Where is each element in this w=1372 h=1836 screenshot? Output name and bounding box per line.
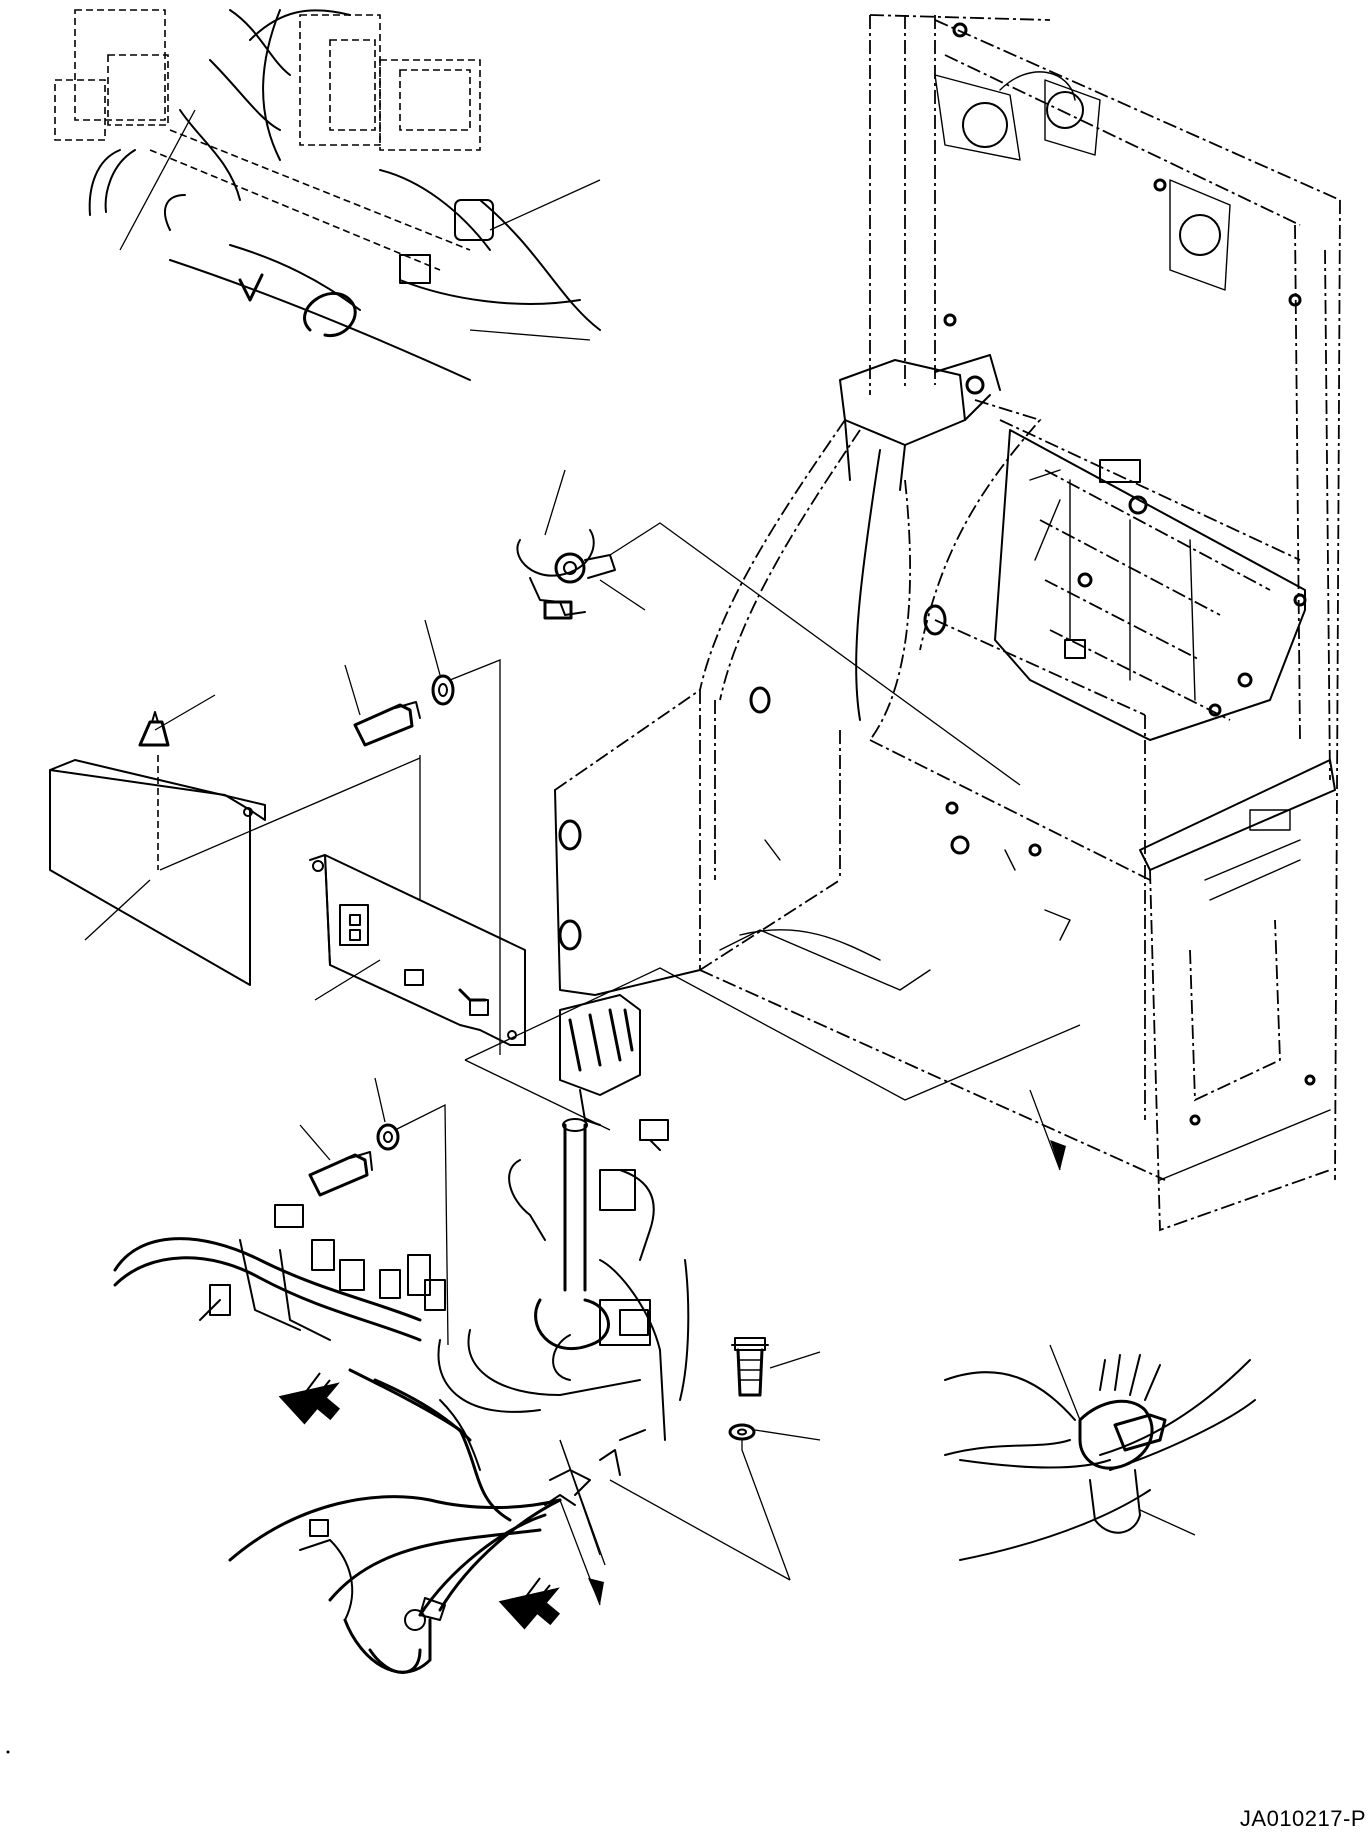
cover-plate <box>49 694 421 986</box>
detail-view-top-left <box>54 9 601 381</box>
wiring-harness <box>113 1118 791 1674</box>
mounting-bracket <box>309 854 526 1046</box>
bolt-lower <box>299 1077 449 1346</box>
clamp-detail <box>944 1344 1256 1561</box>
sensor-assembly <box>516 469 1021 786</box>
stray-mark <box>6 1750 10 1754</box>
bolt-right <box>728 1337 821 1581</box>
fuse-box-connector <box>464 967 1081 1131</box>
drawing-code: JA010217-P <box>1239 1806 1366 1831</box>
cab-frame <box>554 14 1341 1232</box>
leader-arrow-lower <box>559 1499 604 1606</box>
direction-arrow-icon <box>278 1372 561 1630</box>
bolt-upper <box>344 619 501 1055</box>
